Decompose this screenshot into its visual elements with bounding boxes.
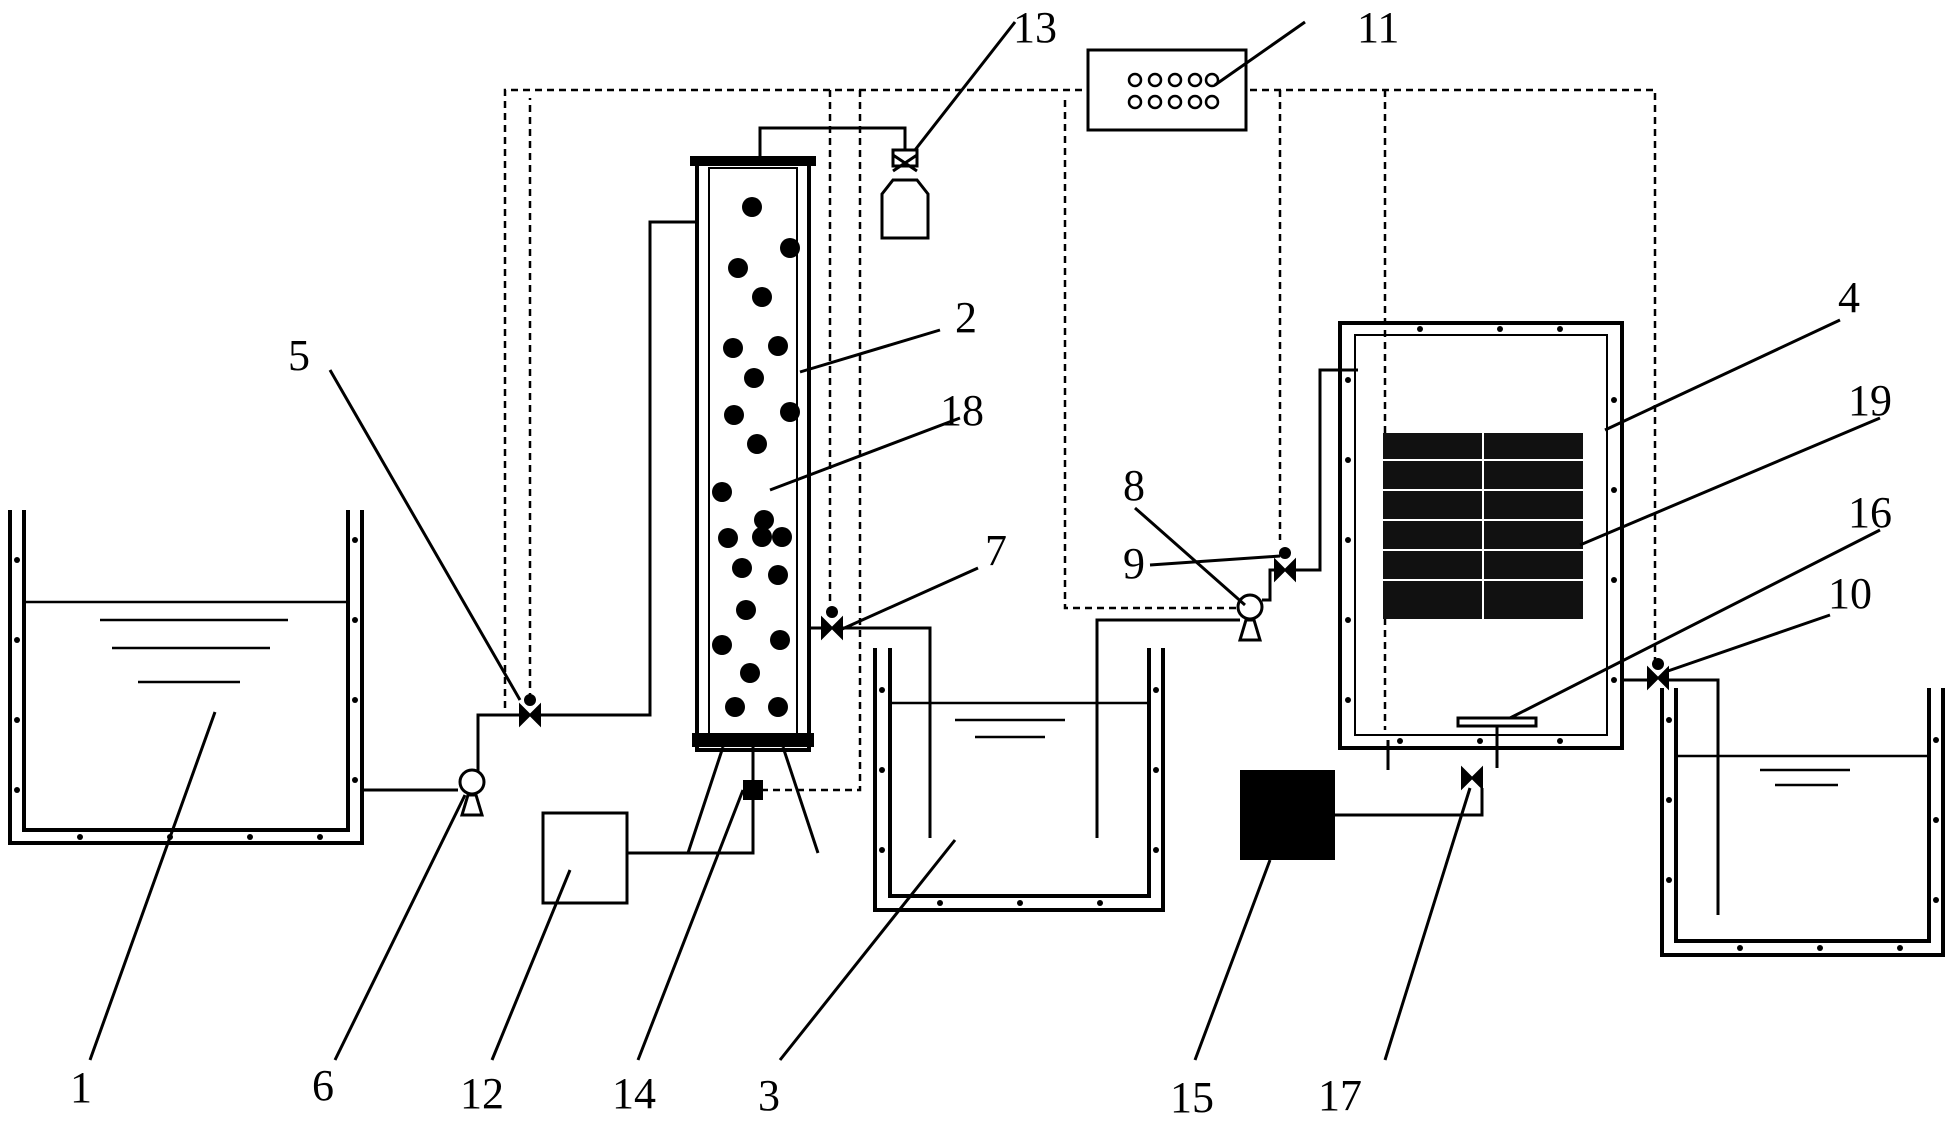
leader-lines [88,20,1881,1061]
valve-icon [519,694,541,728]
label-16: 16 [1848,488,1892,537]
label-3: 3 [758,1071,780,1120]
label-18: 18 [940,386,984,435]
tank-4 [1338,321,1624,750]
label-14: 14 [612,1069,656,1118]
label-17: 17 [1318,1071,1362,1120]
label-4: 4 [1838,273,1860,322]
label-9: 9 [1123,539,1145,588]
gas-bottle-icon [880,148,930,240]
numeric-labels: 1 2 3 4 5 6 7 8 9 10 11 12 13 14 15 16 1… [70,3,1892,1122]
pump-icon [458,768,486,817]
pump-icon [1236,593,1264,642]
label-11: 11 [1357,3,1399,52]
column-2 [690,156,816,752]
label-13: 13 [1013,3,1057,52]
control-lines [503,88,1657,792]
label-2: 2 [955,293,977,342]
valve-icon [821,606,843,641]
blower-15 [1240,770,1335,860]
blower-box-12 [541,811,629,905]
label-8: 8 [1123,461,1145,510]
tank-1 [8,510,364,845]
label-7: 7 [985,526,1007,575]
label-5: 5 [288,331,310,380]
label-15: 15 [1170,1073,1214,1122]
valve-icon [1647,658,1669,691]
valve-icon [628,780,763,855]
controller-display-icon [1086,48,1248,132]
label-19: 19 [1848,376,1892,425]
label-10: 10 [1828,569,1872,618]
valve-icon [1461,765,1483,791]
label-1: 1 [70,1063,92,1112]
valve-icon [1274,547,1296,583]
tank-3 [873,618,1240,912]
particles-18 [712,197,800,717]
tank-effluent [1660,688,1945,957]
label-6: 6 [312,1061,334,1110]
label-12: 12 [460,1069,504,1118]
